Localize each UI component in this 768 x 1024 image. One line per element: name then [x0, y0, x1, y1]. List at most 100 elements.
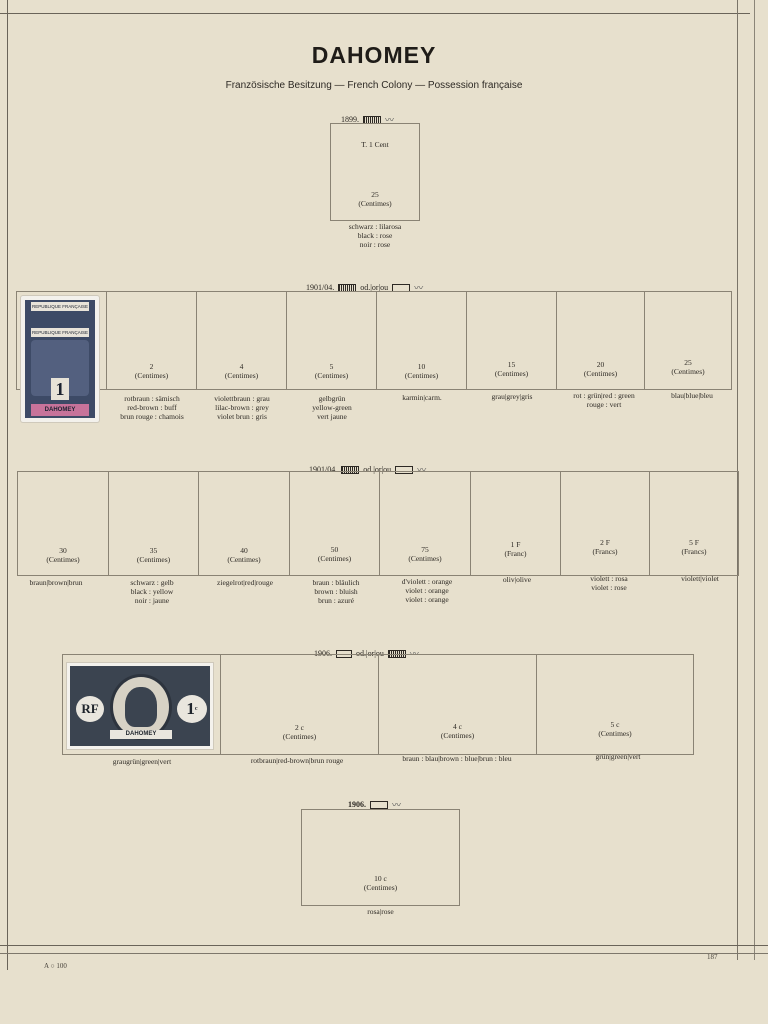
- stamp-caption: braun : bläulich brown : bluish brun : a…: [312, 578, 360, 605]
- portrait-oval: [110, 674, 172, 740]
- stamp-cell-75: 75 (Centimes): [380, 472, 471, 575]
- stamp-cell-1: [17, 292, 107, 389]
- stamp-cell-1c: [63, 655, 221, 754]
- wave-icon: 〰: [385, 115, 395, 125]
- stamp-space-1899: T. 1 Cent 25 (Centimes): [330, 123, 420, 221]
- section-year: 1901/04.: [306, 283, 335, 292]
- stamp-value: 1 F (Franc): [504, 540, 527, 558]
- stamp-cell-2c: 2 c (Centimes): [221, 655, 379, 754]
- stamp-value: 50 (Centimes): [317, 545, 352, 563]
- stamp-cell-5c: 5 c (Centimes): [537, 655, 693, 754]
- stamp-value: 25 (Centimes): [671, 358, 705, 376]
- stamp-cell-1f: 1 F (Franc): [471, 472, 561, 575]
- stamp-value: 75 (Centimes): [408, 545, 442, 563]
- stamp-top-text: REPUBLIQUE FRANÇAISE: [31, 302, 89, 311]
- stamp-denomination: 1c: [177, 695, 207, 723]
- stamp-value: 4 (Centimes): [224, 362, 259, 380]
- stamp-caption: rosa|rose: [367, 907, 394, 916]
- stamp-caption: schwarz : lilarosa black : rose noir : r…: [348, 222, 402, 249]
- section-header-1901-b: 1901/04. od.|or|ou 〰: [309, 463, 426, 476]
- wave-icon: 〰: [392, 800, 402, 810]
- stamp-caption: schwarz : gelb black : yellow noir : jau…: [130, 578, 174, 605]
- stamp-caption: grau|grey|gris: [491, 392, 533, 401]
- stamp-cell-30: 30 (Centimes): [18, 472, 109, 575]
- watermark-alt-icon: [387, 649, 406, 658]
- stamp-value: 10 c (Centimes): [363, 874, 398, 892]
- stamp-caption: karmin|carm.: [402, 393, 442, 402]
- stamp-cell-15: 15 (Centimes): [467, 292, 557, 389]
- stamp-value: 30 (Centimes): [46, 546, 80, 564]
- stamp-rf-monogram: RF: [76, 696, 104, 722]
- stamp-cell-4c: 4 c (Centimes): [379, 655, 537, 754]
- stamp-caption: rot : grün|red : green rouge : vert: [573, 391, 635, 409]
- stamp-cell-25: 25 (Centimes): [645, 292, 731, 389]
- stamp-space-1906-10c: 10 c (Centimes): [301, 809, 460, 906]
- stamp-caption: d'violett : orange violet : orange viole…: [401, 577, 453, 604]
- page-border-top: [0, 13, 750, 14]
- stamp-top-text-2: REPUBLIQUE FRANÇAISE: [31, 328, 89, 337]
- stamp-caption: ziegelrot|red|rouge: [217, 578, 273, 587]
- stamp-caption: graugrün|green|vert: [112, 757, 172, 766]
- stamp-cell-2f: 2 F (Francs): [561, 472, 650, 575]
- stamp-cell-40: 40 (Centimes): [199, 472, 290, 575]
- footer-catalog-code: A ○ 100: [44, 962, 67, 970]
- stamp-row-1901-a: 2 (Centimes) 4 (Centimes) 5 (Centimes) 1…: [16, 291, 732, 390]
- stamp-value: 2 (Centimes): [134, 362, 169, 380]
- stamp-1901-1c: REPUBLIQUE FRANÇAISE REPUBLIQUE FRANÇAIS…: [21, 296, 99, 422]
- stamp-caption: rotbraun : sämisch red-brown : buff brun…: [120, 394, 184, 421]
- stamp-cell-35: 35 (Centimes): [109, 472, 199, 575]
- stamp-country: DAHOMEY: [31, 404, 89, 416]
- stamp-cell-5f: 5 F (Francs): [650, 472, 738, 575]
- stamp-cell-20: 20 (Centimes): [557, 292, 645, 389]
- watermark-alt-icon: [395, 465, 414, 474]
- wave-icon: 〰: [417, 465, 427, 475]
- stamp-value: 25 (Centimes): [358, 190, 392, 208]
- stamp-caption: braun|brown|brun: [29, 578, 83, 587]
- stamp-caption: oliv|olive: [502, 575, 532, 584]
- variant-label: od.|or|ou: [360, 283, 389, 292]
- stamp-value: 5 F (Francs): [681, 538, 707, 556]
- page-border-right: [737, 0, 738, 960]
- wave-icon: 〰: [414, 283, 424, 293]
- stamp-cell-50: 50 (Centimes): [290, 472, 380, 575]
- section-year: 1901/04.: [309, 465, 338, 474]
- page-border-right-outer: [754, 0, 755, 960]
- stamp-value: 35 (Centimes): [136, 546, 171, 564]
- section-year: 1899.: [341, 115, 359, 124]
- stamp-cell-2: 2 (Centimes): [107, 292, 197, 389]
- watermark-icon: [370, 800, 388, 809]
- portrait-icon: [125, 687, 157, 727]
- variant-label: od.|or|ou: [363, 465, 392, 474]
- section-header-1906-b: 1906. 〰: [348, 798, 401, 811]
- page-border-bottom: [0, 945, 768, 946]
- stamp-value: 5 (Centimes): [314, 362, 349, 380]
- stamp-value: 40 (Centimes): [227, 546, 261, 564]
- stamp-denomination: 1: [51, 378, 69, 400]
- stamp-cell-4: 4 (Centimes): [197, 292, 287, 389]
- stamp-value: 15 (Centimes): [494, 360, 529, 378]
- section-year: 1906.: [348, 800, 366, 809]
- stamp-value: 2 c (Centimes): [282, 723, 317, 741]
- page-border-bottom-outer: [0, 953, 768, 954]
- variant-label: od.|or|ou: [356, 649, 384, 658]
- stamp-caption: gelbgrün yellow-green vert jaune: [312, 394, 352, 421]
- stamp-caption: violett : rosa violet : rose: [590, 574, 628, 592]
- stamp-caption: rotbraun|red-brown|brun rouge: [250, 756, 344, 765]
- watermark-icon: [336, 649, 352, 658]
- stamp-cell-5: 5 (Centimes): [287, 292, 377, 389]
- page-border-left: [7, 0, 8, 970]
- stamp-value: 5 c (Centimes): [598, 720, 632, 738]
- stamp-type-label: T. 1 Cent: [361, 140, 389, 149]
- section-year: 1906.: [314, 649, 332, 658]
- stamp-caption: violett|violet: [681, 574, 719, 583]
- page-number: 187: [707, 953, 718, 961]
- stamp-1906-1c: RF DAHOMEY 1c: [67, 663, 213, 749]
- watermark-icon: [341, 465, 360, 474]
- page-subtitle: Französische Besitzung — French Colony —…: [225, 80, 523, 91]
- stamp-caption: violettbraun : grau lilac-brown : grey v…: [214, 394, 270, 421]
- stamp-value: 20 (Centimes): [583, 360, 618, 378]
- stamp-value: 2 F (Francs): [592, 538, 618, 556]
- stamp-row-1901-b: 30 (Centimes) 35 (Centimes) 40 (Centimes…: [17, 471, 739, 576]
- stamp-value: 4 c (Centimes): [440, 722, 475, 740]
- stamp-value: 10 (Centimes): [404, 362, 439, 380]
